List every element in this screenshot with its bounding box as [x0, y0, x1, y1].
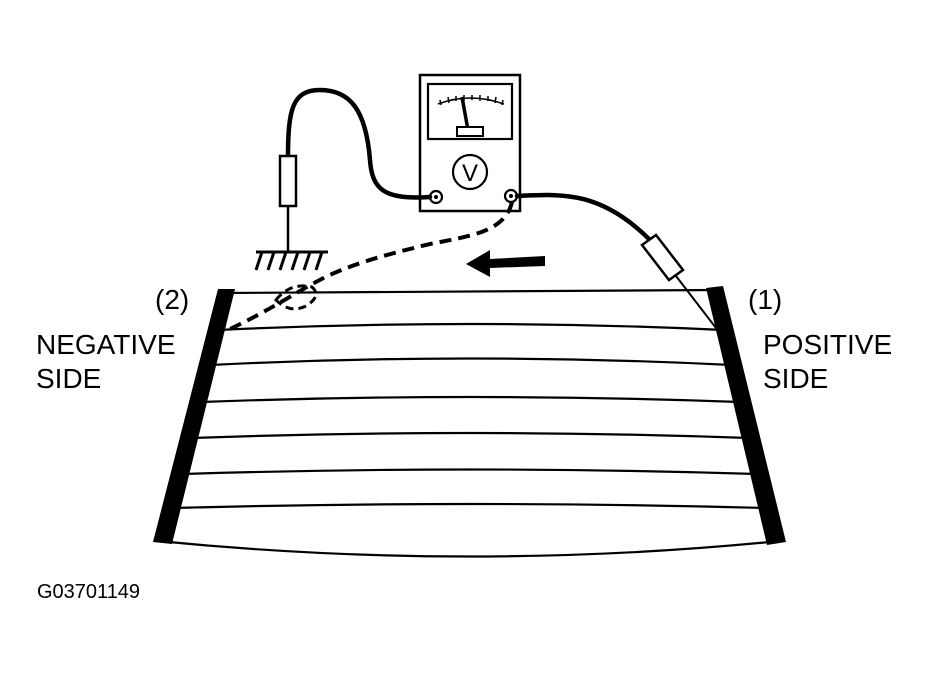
negative-side-label: NEGATIVE SIDE	[36, 328, 176, 396]
positive-side-line-1: POSITIVE	[763, 329, 893, 360]
meter-symbol: V	[462, 160, 478, 187]
arrow-left-icon	[466, 250, 545, 277]
figure-id: G03701149	[37, 581, 141, 603]
negative-marker-label: (2)	[155, 284, 190, 315]
positive-marker-label: (1)	[748, 284, 783, 315]
positive-bus-bar	[706, 286, 786, 545]
positive-side-label: POSITIVE SIDE	[763, 328, 892, 396]
moving-probe-path	[227, 201, 514, 332]
heater-grid-lines	[157, 288, 781, 558]
moving-probe-tip	[274, 284, 318, 311]
positive-probe	[640, 233, 717, 329]
positive-side-line-2: SIDE	[763, 363, 829, 394]
positive-test-lead	[514, 192, 653, 243]
meter-needle	[460, 96, 470, 131]
negative-side-line-1: NEGATIVE	[36, 329, 176, 360]
voltmeter-icon: V	[418, 73, 522, 213]
negative-bus-bar	[153, 289, 235, 544]
negative-side-line-2: SIDE	[36, 363, 102, 394]
negative-probe-handle	[278, 154, 298, 208]
ground-symbol-icon	[254, 250, 328, 271]
negative-test-lead	[285, 87, 433, 200]
rear-window-glass	[153, 286, 786, 558]
